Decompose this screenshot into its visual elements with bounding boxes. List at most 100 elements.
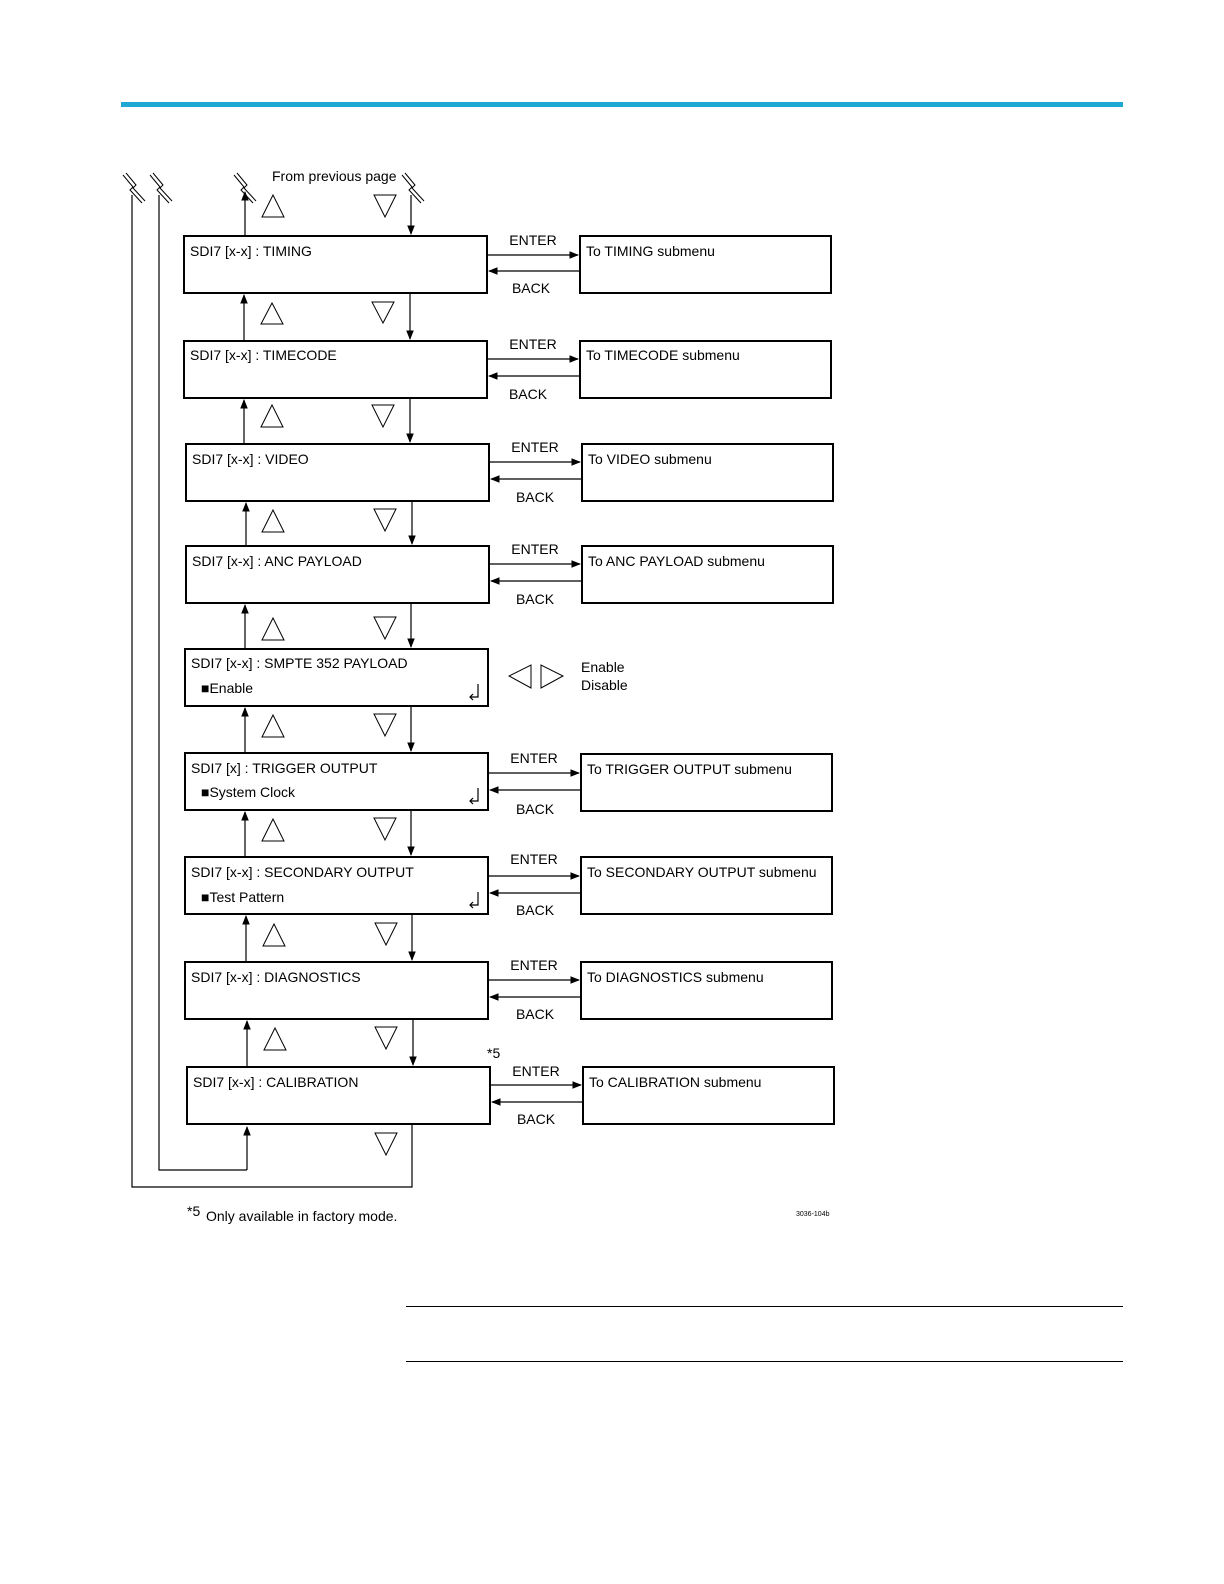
footnote-mark: *5 [187, 1203, 200, 1219]
menu-item-calibration: SDI7 [x-x] : CALIBRATION To CALIBRATION … [186, 1045, 835, 1127]
down-arrow-icon [371, 301, 395, 325]
menu-item-label: SDI7 [x-x] : DIAGNOSTICS [191, 969, 361, 985]
break-symbol [401, 172, 425, 204]
up-arrow-icon [261, 616, 285, 641]
submenu-label: To TIMECODE submenu [586, 347, 740, 363]
note-rule-top [406, 1306, 1123, 1307]
up-arrow-icon [260, 403, 284, 428]
down-arrow-icon [374, 922, 398, 947]
menu-item-label: SDI7 [x-x] : VIDEO [192, 451, 309, 467]
submenu-box [579, 340, 832, 399]
up-arrow-icon [260, 301, 284, 325]
down-arrow-icon [373, 616, 397, 641]
submenu-label: To DIAGNOSTICS submenu [587, 969, 764, 985]
menu-item-value: ■System Clock [201, 784, 296, 800]
menu-item-timecode: SDI7 [x-x] : TIMECODE To TIMECODE submen… [183, 336, 832, 402]
menu-item-diagnostics: SDI7 [x-x] : DIAGNOSTICS To DIAGNOSTICS … [184, 957, 833, 1022]
down-arrow-icon [373, 713, 397, 738]
down-arrow-icon [374, 1026, 398, 1051]
back-label: BACK [516, 902, 555, 918]
enter-label: ENTER [509, 232, 556, 248]
enter-label: ENTER [510, 957, 557, 973]
connector-4 [241, 603, 415, 649]
connector-1 [240, 293, 414, 341]
back-label: BACK [509, 386, 548, 402]
up-arrow-icon [261, 817, 285, 842]
down-arrow-icon [373, 508, 397, 533]
enter-label: ENTER [511, 541, 558, 557]
option-enable: Enable [581, 659, 625, 675]
enter-label: ENTER [511, 439, 558, 455]
connector-2 [240, 398, 414, 444]
menu-item-timing: SDI7 [x-x] : TIMING To TIMING submenu EN… [183, 232, 832, 296]
return-symbol-icon [469, 788, 479, 805]
down-arrow-icon [373, 817, 397, 842]
footnote-text: Only available in factory mode. [206, 1208, 397, 1224]
down-arrow-icon [373, 194, 397, 219]
submenu-box [581, 443, 834, 502]
menu-item-label: SDI7 [x-x] : CALIBRATION [193, 1074, 358, 1090]
option-disable: Disable [581, 677, 628, 693]
down-arrow-icon [374, 1132, 398, 1157]
connector-5 [241, 706, 415, 753]
submenu-box [581, 545, 834, 604]
menu-item-secondary-output: SDI7 [x-x] : SECONDARY OUTPUT ■Test Patt… [184, 851, 833, 918]
submenu-box [582, 1066, 835, 1125]
enter-label: ENTER [510, 750, 557, 766]
left-arrow-icon [507, 664, 532, 689]
return-symbol-icon [469, 892, 479, 909]
menu-item-label: SDI7 [x-x] : TIMECODE [190, 347, 337, 363]
up-arrow-icon [262, 922, 286, 947]
enter-label: ENTER [509, 336, 556, 352]
up-arrow-icon [261, 508, 285, 533]
up-arrow-icon [263, 1026, 287, 1051]
submenu-box [580, 753, 833, 812]
menu-item-label: SDI7 [x-x] : SECONDARY OUTPUT [191, 864, 414, 880]
from-previous-page-label: From previous page [272, 168, 397, 184]
bottom-connectors [131, 195, 413, 1188]
note-rule-bottom [406, 1361, 1123, 1362]
submenu-label: To ANC PAYLOAD submenu [588, 553, 765, 569]
enter-label: ENTER [510, 851, 557, 867]
submenu-label: To TRIGGER OUTPUT submenu [587, 761, 792, 777]
submenu-label: To VIDEO submenu [588, 451, 712, 467]
back-label: BACK [516, 591, 555, 607]
submenu-label: To SECONDARY OUTPUT submenu [587, 864, 817, 880]
menu-item-value: ■Enable [201, 680, 253, 696]
up-arrow-icon [261, 713, 285, 738]
enter-label: ENTER [512, 1063, 559, 1079]
up-arrow-icon [261, 193, 285, 218]
back-label: BACK [516, 801, 555, 817]
header-accent-rule [121, 102, 1123, 107]
menu-item-label: SDI7 [x-x] : SMPTE 352 PAYLOAD [191, 655, 408, 671]
menu-item-trigger-output: SDI7 [x] : TRIGGER OUTPUT ■System Clock … [184, 750, 833, 817]
right-arrow-icon [540, 664, 565, 689]
menu-item-video: SDI7 [x-x] : VIDEO To VIDEO submenu ENTE… [185, 439, 834, 505]
submenu-label: To CALIBRATION submenu [589, 1074, 761, 1090]
connector-7 [242, 914, 416, 962]
menu-item-label: SDI7 [x-x] : TIMING [190, 243, 312, 259]
footnote-marker: *5 [487, 1045, 500, 1061]
break-symbol [149, 172, 173, 204]
menu-item-anc-payload: SDI7 [x-x] : ANC PAYLOAD To ANC PAYLOAD … [185, 541, 834, 607]
back-label: BACK [512, 280, 551, 296]
connector-6 [241, 810, 415, 857]
break-symbol [122, 172, 146, 204]
submenu-label: To TIMING submenu [586, 243, 715, 259]
submenu-box [580, 961, 833, 1020]
back-label: BACK [517, 1111, 556, 1127]
submenu-box [580, 856, 833, 915]
connector-3 [242, 501, 416, 546]
menu-item-smpte-352-payload: SDI7 [x-x] : SMPTE 352 PAYLOAD ■Enable E… [184, 648, 628, 707]
return-symbol-icon [469, 684, 479, 701]
back-label: BACK [516, 489, 555, 505]
menu-item-label: SDI7 [x] : TRIGGER OUTPUT [191, 760, 378, 776]
menu-item-label: SDI7 [x-x] : ANC PAYLOAD [192, 553, 362, 569]
connector-8 [243, 1019, 417, 1067]
down-arrow-icon [371, 404, 395, 429]
submenu-box [579, 235, 832, 294]
menu-item-value: ■Test Pattern [201, 889, 284, 905]
figure-id: 3036-104b [796, 1211, 830, 1218]
back-label: BACK [516, 1006, 555, 1022]
